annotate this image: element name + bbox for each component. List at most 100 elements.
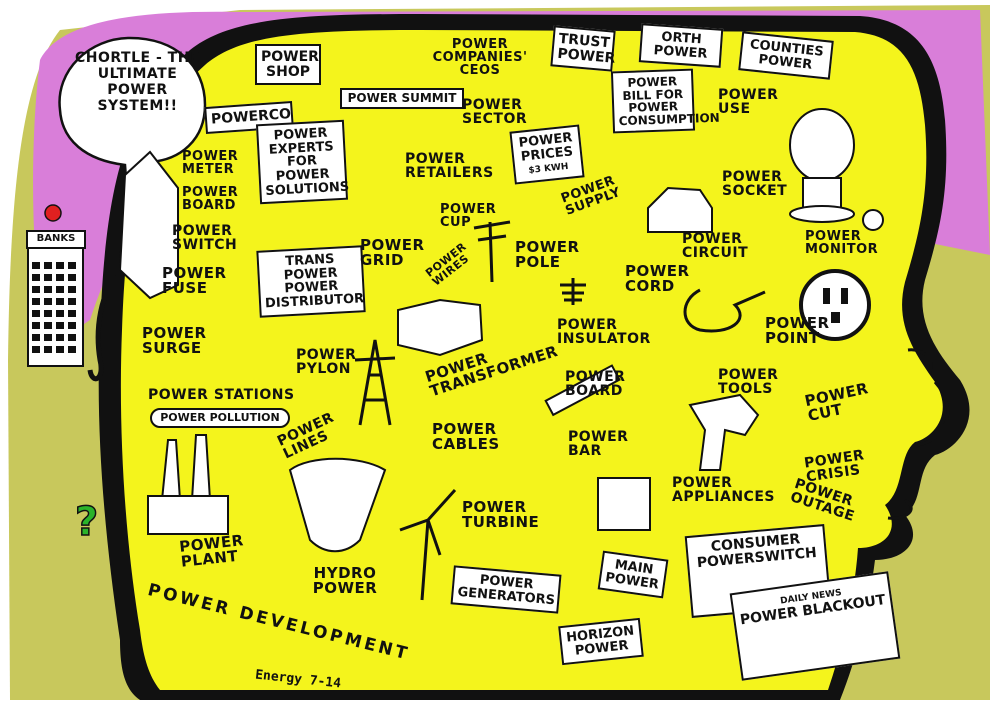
meter-cord xyxy=(87,273,122,382)
power-board-strip-icon xyxy=(544,364,621,417)
socket-slot-left xyxy=(823,288,830,304)
label-power-monitor: POWER MONITOR xyxy=(805,229,879,257)
label-power-board-mid: POWER BOARD xyxy=(565,369,626,399)
meter-box-shape xyxy=(118,150,179,300)
label-power-insulator: POWER INSULATOR xyxy=(557,317,651,347)
bank-window xyxy=(32,310,40,317)
label-power-board-left: POWER BOARD xyxy=(182,185,239,213)
socket-earth xyxy=(831,312,840,323)
bank-window xyxy=(68,262,76,269)
red-figure-icon xyxy=(44,204,62,222)
bank-window xyxy=(44,274,52,281)
power-prices-value: $3 Kwh xyxy=(528,162,570,177)
bank-window xyxy=(44,334,52,341)
label-power-companies-ceos: POWER COMPANIES' CEOS xyxy=(432,37,528,78)
power-cord-icon xyxy=(683,288,766,333)
label-power-pylon: POWER PYLON xyxy=(296,347,357,377)
transpower-box: TRANS POWER POWER DISTRIBUTOR xyxy=(256,245,366,318)
bank-window xyxy=(44,286,52,293)
nose xyxy=(917,381,950,447)
bank-window xyxy=(68,274,76,281)
label-power-circuit: POWER CIRCUIT xyxy=(682,231,749,261)
bank-window xyxy=(68,310,76,317)
power-plant-building xyxy=(147,495,229,535)
north-power-box: ORTH POWER xyxy=(638,23,724,69)
mouth xyxy=(887,498,913,520)
label-power-socket: POWER SOCKET xyxy=(722,169,788,199)
bank-window xyxy=(56,346,64,353)
eye xyxy=(907,348,933,373)
label-power-switch: POWER SWITCH xyxy=(172,223,238,253)
label-power-fuse: POWER FUSE xyxy=(162,264,227,297)
power-summit-box: POWER SUMMIT xyxy=(340,88,464,109)
drill-icon xyxy=(688,393,760,471)
hydro-dam-icon xyxy=(288,457,387,553)
bank-window xyxy=(56,334,64,341)
bank-window xyxy=(56,310,64,317)
bank-window xyxy=(44,298,52,305)
transformer-station-icon xyxy=(397,298,484,357)
label-power-cup: POWER CUP xyxy=(440,202,497,230)
power-monitor-icon xyxy=(862,209,884,231)
label-power-tools: POWER TOOLS xyxy=(718,367,779,397)
label-power-cables: POWER CABLES xyxy=(432,420,500,453)
power-prices-box: POWER PRICES $3 Kwh xyxy=(509,124,585,185)
power-bill-box: POWER BILL for POWER CONSUMPTION xyxy=(610,68,720,134)
bank-window xyxy=(68,322,76,329)
speech-bubble-text: CHORTLE - THE ULTIMATE POWER SYSTEM!! xyxy=(75,50,200,115)
bank-window xyxy=(56,286,64,293)
bank-window xyxy=(68,298,76,305)
question-mark-icon: ? xyxy=(75,499,98,545)
label-power-point: POWER POINT xyxy=(765,314,830,347)
power-pole-icon xyxy=(473,220,511,283)
house-icon xyxy=(647,186,713,233)
bulb-socket-base xyxy=(789,205,855,223)
pylon-icon xyxy=(354,339,396,426)
bank-window xyxy=(32,346,40,353)
label-power-stations: POWER STATIONS xyxy=(148,387,295,403)
label-power-turbine: POWER TURBINE xyxy=(462,498,540,531)
stove-icon xyxy=(597,477,651,531)
power-shop-box: POWER SHOP xyxy=(255,44,321,86)
insulator-icon xyxy=(560,278,586,305)
socket-slot-right xyxy=(841,288,848,304)
bank-window xyxy=(56,274,64,281)
bank-window xyxy=(44,262,52,269)
label-power-bar: POWER BAR xyxy=(568,429,629,459)
label-power-use: POWER USE xyxy=(718,87,779,117)
bank-window xyxy=(68,346,76,353)
banks-sign: BANKS xyxy=(26,230,86,249)
banks-windows xyxy=(32,262,76,353)
speech-bubble-shape xyxy=(58,36,207,210)
bank-window xyxy=(44,346,52,353)
bank-window xyxy=(44,310,52,317)
bank-window xyxy=(32,274,40,281)
bank-window xyxy=(32,298,40,305)
power-point-icon xyxy=(799,269,871,341)
label-power-meter: POWER METER xyxy=(182,149,239,177)
wind-turbine-icon xyxy=(399,488,457,601)
bank-window xyxy=(56,322,64,329)
bank-window xyxy=(32,322,40,329)
bank-window xyxy=(56,262,64,269)
label-power-pole: POWER POLE xyxy=(515,238,580,271)
label-power-appliances: POWER APPLIANCES xyxy=(672,475,775,505)
cooling-tower-left xyxy=(160,439,182,501)
bank-window xyxy=(68,334,76,341)
label-power-surge: POWER SURGE xyxy=(142,324,207,357)
label-power-grid: POWER GRID xyxy=(360,236,425,269)
bank-window xyxy=(56,298,64,305)
bank-window xyxy=(32,286,40,293)
label-hydro-power: HYDRO POWER xyxy=(312,564,378,597)
label-power-pollution: POWER POLLUTION xyxy=(150,408,290,428)
bank-window xyxy=(32,334,40,341)
bank-window xyxy=(68,286,76,293)
bank-window xyxy=(44,322,52,329)
label-power-retailers: POWER RETAILERS xyxy=(405,151,494,181)
